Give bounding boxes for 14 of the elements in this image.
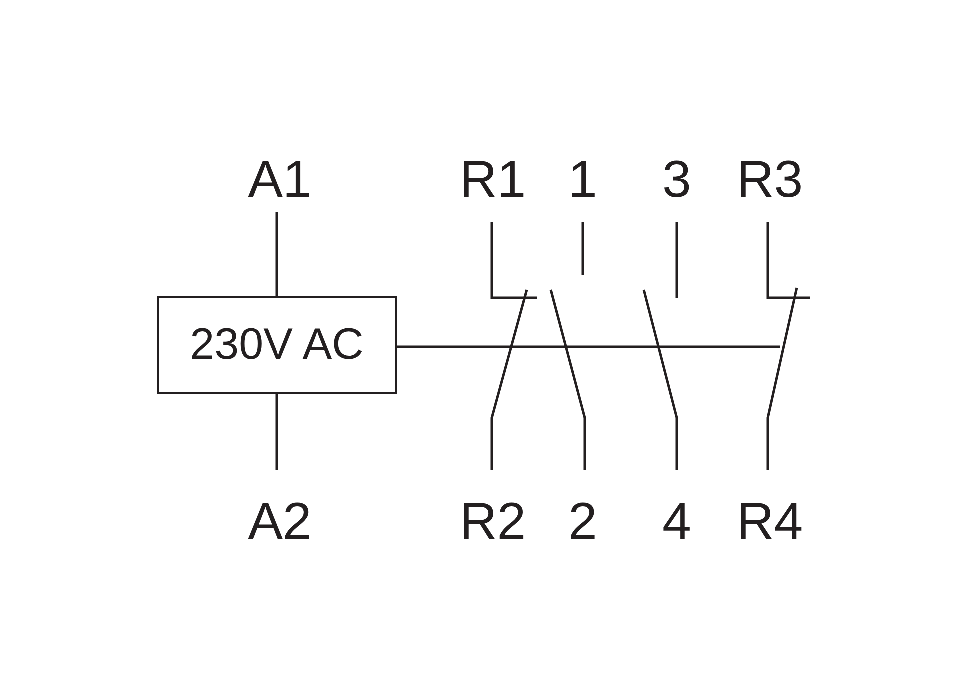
- terminal-label: R1: [460, 154, 526, 206]
- terminal-label: A1: [248, 154, 312, 206]
- terminal-label: 1: [568, 154, 598, 206]
- terminal-label: R4: [736, 496, 804, 548]
- coil-voltage-label: 230V AC: [190, 320, 364, 370]
- terminal-label: 2: [568, 496, 598, 548]
- terminal-label: 3: [662, 154, 692, 206]
- relay-coil-box: [157, 296, 397, 394]
- wire: [276, 392, 278, 470]
- wire: [276, 212, 278, 296]
- terminal-label: A2: [248, 496, 312, 548]
- terminal-label: 4: [662, 496, 692, 548]
- terminal-label: R3: [736, 154, 804, 206]
- terminal-label: R2: [460, 496, 526, 548]
